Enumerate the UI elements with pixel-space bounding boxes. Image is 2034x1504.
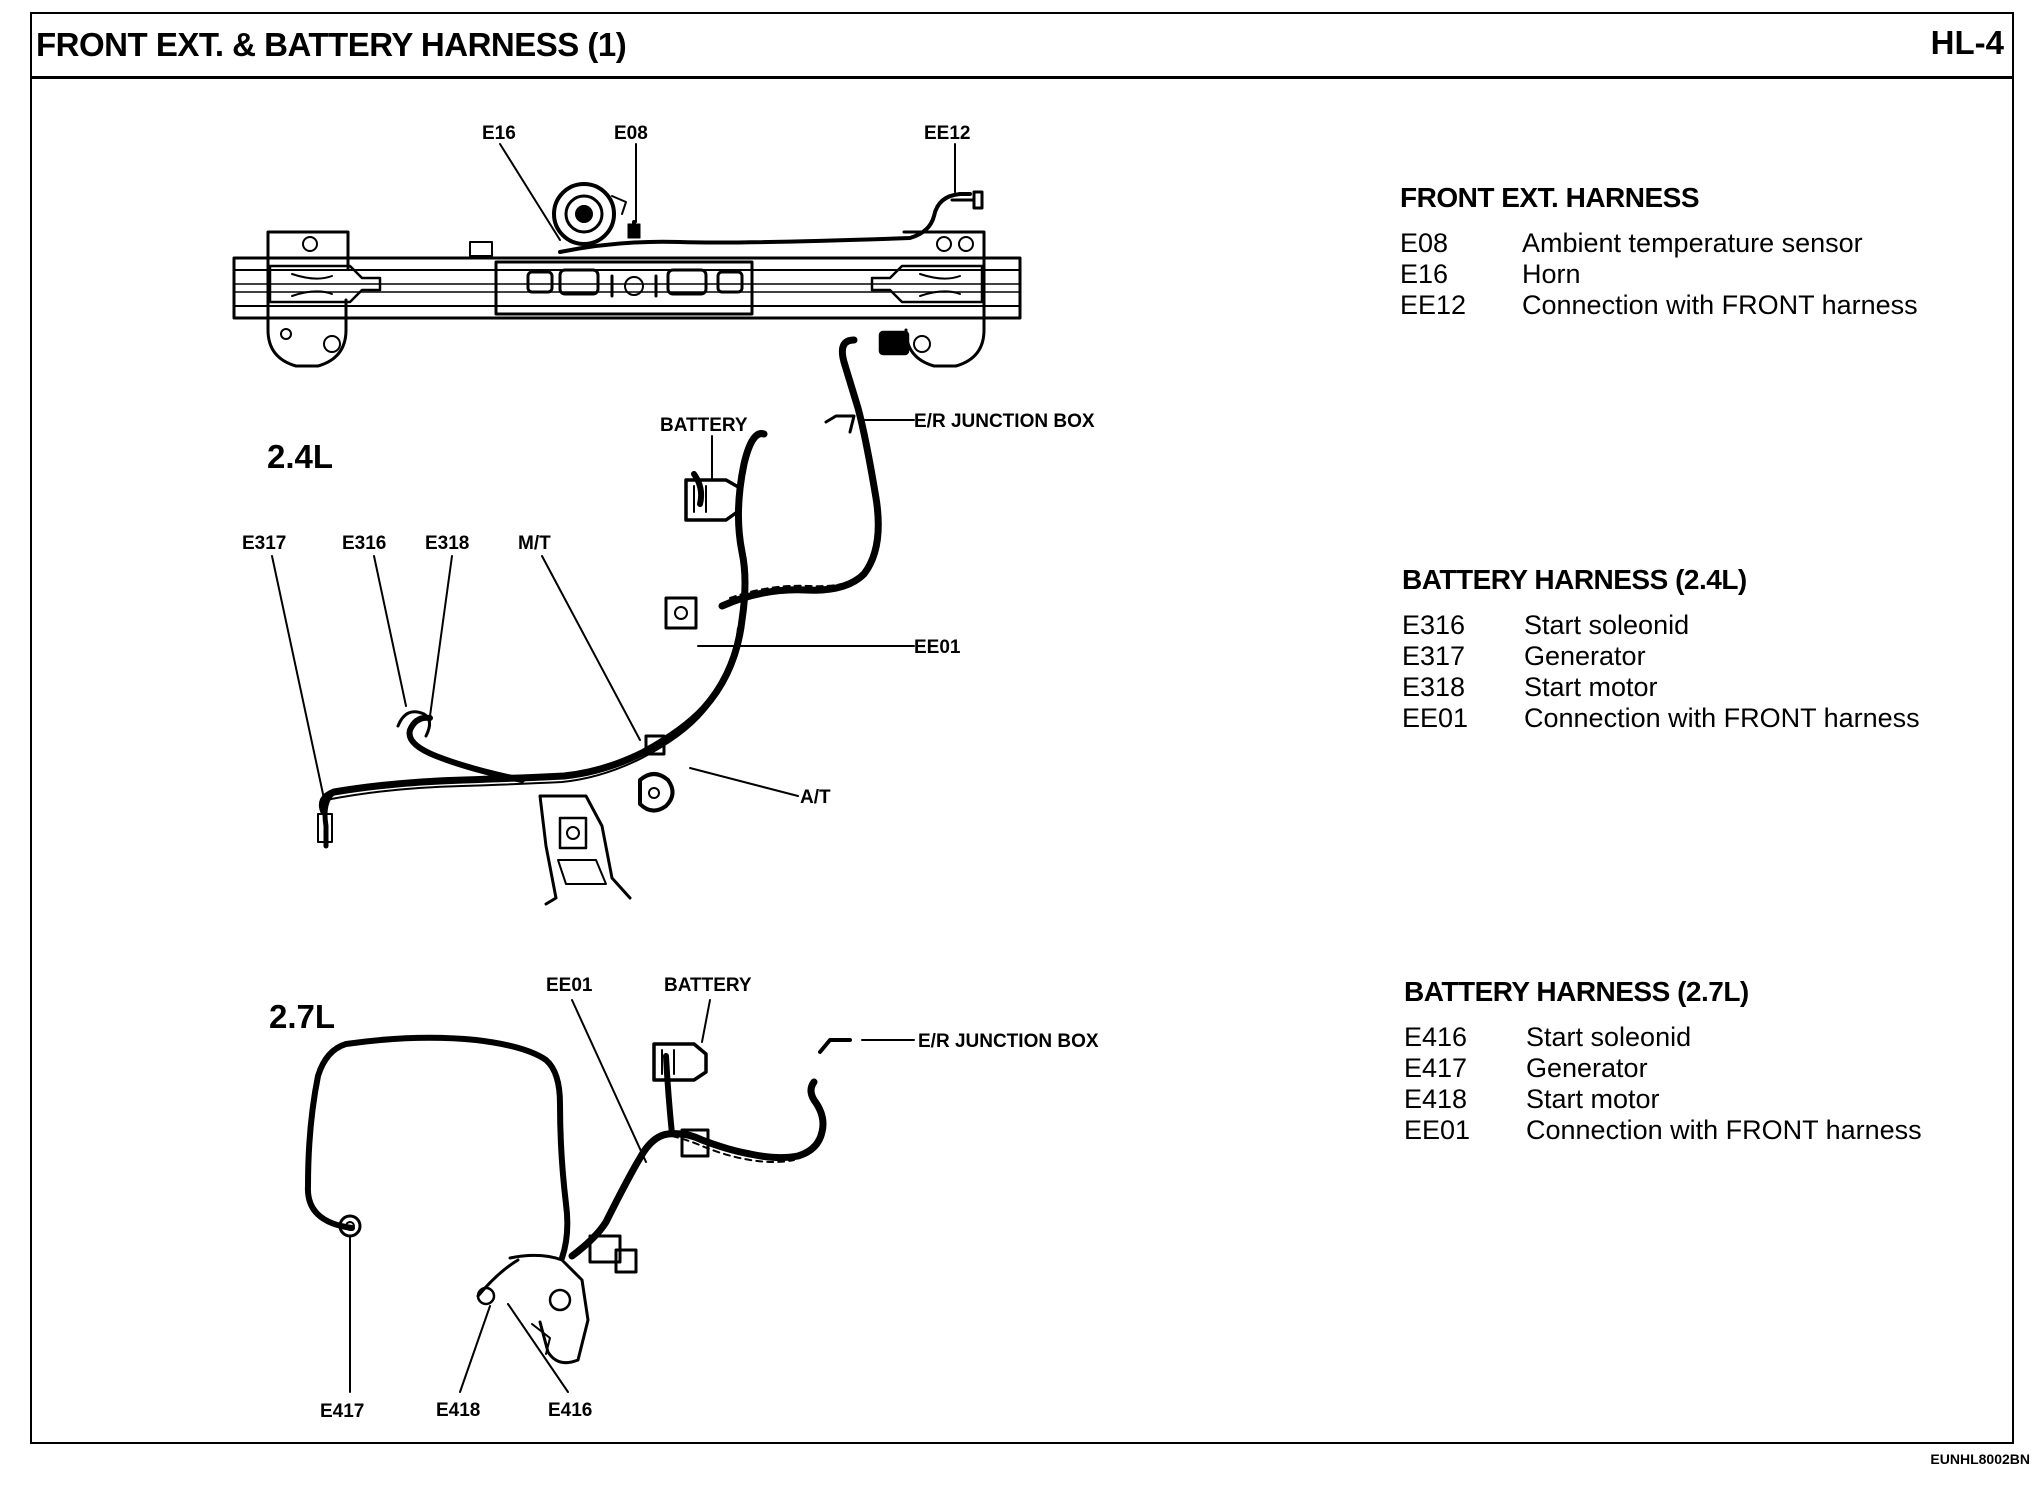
page-number: HL-4 <box>1930 24 2004 61</box>
legend-row: EE12 Connection with FRONT harness <box>1400 290 1918 321</box>
legend-code: EE12 <box>1400 290 1467 320</box>
legend-row: E317 Generator <box>1402 641 1920 672</box>
legend-heading: BATTERY HARNESS (2.7L) <box>1404 976 1749 1007</box>
legend-table: E316 Start soleonid E317 Generator E318 Sta… <box>1402 610 1920 734</box>
legend-row: E418 Start motor <box>1404 1084 1922 1115</box>
legend-row: E316 Start soleonid <box>1402 610 1920 641</box>
legend-code: EE01 <box>1404 1115 1471 1145</box>
legend-desc: Connection with FRONT harness <box>1524 703 1920 733</box>
legend-desc: Start soleonid <box>1524 610 1690 640</box>
legend-code: E316 <box>1402 610 1466 640</box>
legend-desc: Horn <box>1522 259 1581 289</box>
page-header: FRONT EXT. & BATTERY HARNESS (1) HL-4 <box>32 14 2012 79</box>
front-ext-assembly <box>232 143 1022 368</box>
legend-code: E08 <box>1400 228 1449 258</box>
legend-row: EE01 Connection with FRONT harness <box>1402 703 1920 734</box>
legend-code: E318 <box>1402 672 1466 702</box>
legend-desc: Start motor <box>1526 1084 1660 1114</box>
legend-battery-27l: BATTERY HARNESS (2.7L) E416 Start soleoni… <box>1404 976 1922 1146</box>
legend-desc: Connection with FRONT harness <box>1526 1115 1922 1145</box>
callout-e416: E416 <box>548 1400 592 1421</box>
legend-code: E416 <box>1404 1022 1468 1052</box>
page-frame: FRONT EXT. & BATTERY HARNESS (1) HL-4 <box>30 12 2014 1444</box>
callout-e417: E417 <box>320 1401 364 1422</box>
battery-harness-24l <box>271 336 915 906</box>
callout-battery-24l: BATTERY <box>660 415 748 436</box>
engine-label-24l: 2.4L <box>267 438 333 475</box>
callout-at: A/T <box>800 787 831 808</box>
legend-code: E317 <box>1402 641 1466 671</box>
page-title: FRONT EXT. & BATTERY HARNESS (1) <box>36 26 627 63</box>
callout-e318: E318 <box>425 533 469 554</box>
callout-battery-27l: BATTERY <box>664 975 752 996</box>
legend-code: EE01 <box>1402 703 1469 733</box>
callout-ee12: EE12 <box>924 123 970 144</box>
callout-e16: E16 <box>482 123 516 144</box>
callout-e317: E317 <box>242 533 286 554</box>
legend-heading: BATTERY HARNESS (2.4L) <box>1402 564 1747 595</box>
legend-desc: Connection with FRONT harness <box>1522 290 1918 320</box>
battery-harness-27l <box>304 999 915 1393</box>
callout-mt: M/T <box>518 533 551 554</box>
legend-desc: Start soleonid <box>1526 1022 1692 1052</box>
callout-e316: E316 <box>342 533 386 554</box>
legend-code: E418 <box>1404 1084 1468 1114</box>
callout-e418: E418 <box>436 1400 480 1421</box>
legend-code: E16 <box>1400 259 1449 289</box>
callout-ee01-27l: EE01 <box>546 975 593 996</box>
callout-junction-box-24l: E/R JUNCTION BOX <box>914 411 1095 432</box>
legend-row: E08 Ambient temperature sensor <box>1400 228 1918 259</box>
legend-desc: Ambient temperature sensor <box>1522 228 1863 258</box>
legend-row: E417 Generator <box>1404 1053 1922 1084</box>
legend-front-ext: FRONT EXT. HARNESS E08 Ambient temperatur… <box>1400 182 1918 321</box>
legend-heading: FRONT EXT. HARNESS <box>1400 182 1700 213</box>
legend-row: E318 Start motor <box>1402 672 1920 703</box>
legend-row: E16 Horn <box>1400 259 1918 290</box>
document-code: EUNHL8002BN <box>1930 1451 2030 1467</box>
legend-desc: Start motor <box>1524 672 1658 702</box>
callout-ee01-24l: EE01 <box>914 637 961 658</box>
callout-junction-box-27l: E/R JUNCTION BOX <box>918 1031 1099 1052</box>
legend-desc: Generator <box>1526 1053 1648 1083</box>
legend-row: EE01 Connection with FRONT harness <box>1404 1115 1922 1146</box>
legend-table: E08 Ambient temperature sensor E16 Horn EE… <box>1400 228 1918 321</box>
legend-table: E416 Start soleonid E417 Generator E418 Sta… <box>1404 1022 1922 1146</box>
callout-e08: E08 <box>614 123 648 144</box>
legend-battery-24l: BATTERY HARNESS (2.4L) E316 Start soleoni… <box>1402 564 1920 734</box>
legend-desc: Generator <box>1524 641 1646 671</box>
legend-row: E416 Start soleonid <box>1404 1022 1922 1053</box>
engine-label-27l: 2.7L <box>269 998 335 1035</box>
legend-code: E417 <box>1404 1053 1468 1083</box>
